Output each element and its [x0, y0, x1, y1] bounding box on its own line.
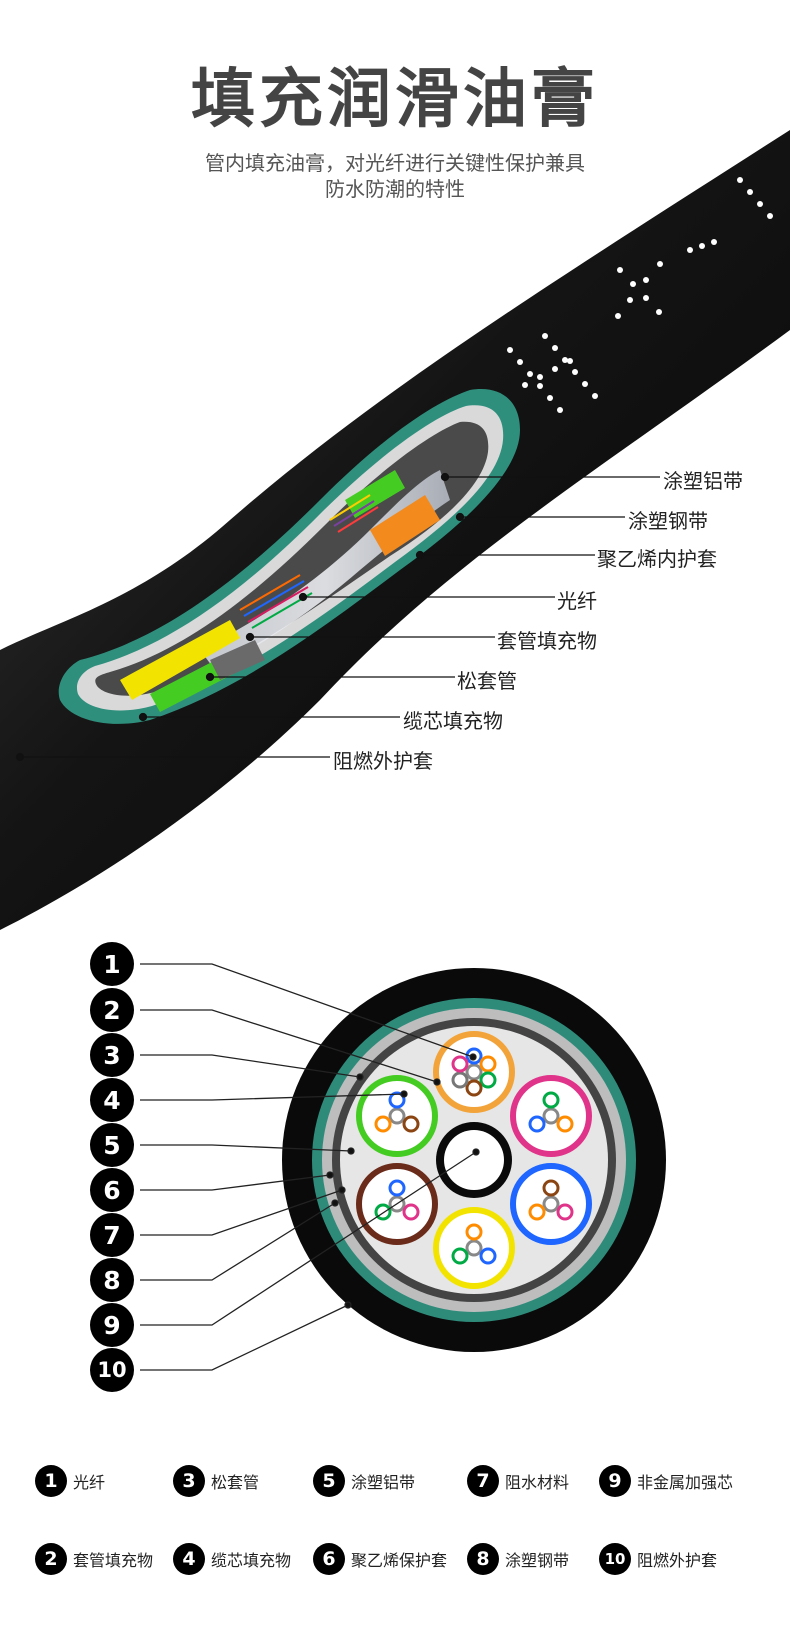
legend-label: 阻水材料	[505, 1473, 570, 1492]
cross-section-number-6: 6	[90, 1168, 134, 1212]
cross-section-number-5: 5	[90, 1123, 134, 1167]
cable-print-dots	[507, 177, 773, 413]
legend-label: 缆芯填充物	[211, 1551, 292, 1570]
legend-badge: 10	[599, 1543, 631, 1575]
cross-section-diagram	[140, 963, 666, 1371]
legend-badge: 8	[467, 1543, 499, 1575]
cross-section-number-4: 4	[90, 1078, 134, 1122]
cross-section-number-1: 1	[90, 942, 134, 986]
page-title: 填充润滑油膏	[191, 63, 599, 137]
legend-badge: 6	[313, 1543, 345, 1575]
legend-item-5: 5 涂塑铝带	[313, 1465, 415, 1497]
cross-section-number-3: 3	[90, 1033, 134, 1077]
callout-loose-tube: 松套管	[457, 669, 517, 693]
callout-leaders	[15, 472, 660, 762]
subtitle-line-2: 防水防潮的特性	[325, 177, 465, 201]
legend-item-3: 3 松套管	[173, 1465, 259, 1497]
legend-badge: 1	[35, 1465, 67, 1497]
legend-label: 涂塑铝带	[351, 1473, 416, 1492]
legend-label: 套管填充物	[73, 1551, 154, 1570]
fiber-dots	[374, 1047, 574, 1265]
callout-core-filler: 缆芯填充物	[403, 709, 503, 733]
page-subtitle: 管内填充油膏，对光纤进行关键性保护兼具 防水防潮的特性	[0, 150, 790, 202]
grey-loose-tube	[210, 640, 265, 680]
callout-steel-tape: 涂塑钢带	[628, 509, 708, 533]
legend-item-1: 1 光纤	[35, 1465, 105, 1497]
callout-tube-filler: 套管填充物	[497, 629, 597, 653]
legend-badge: 5	[313, 1465, 345, 1497]
callout-inner-sheath: 聚乙烯内护套	[597, 547, 717, 571]
cross-section-number-10: 10	[90, 1348, 134, 1392]
cross-section-leaders	[140, 963, 480, 1371]
legend-badge: 3	[173, 1465, 205, 1497]
legend-item-9: 9 非金属加强芯	[599, 1465, 733, 1497]
green-loose-tube-back	[345, 470, 405, 518]
legend-item-10: 10 阻燃外护套	[599, 1543, 717, 1575]
callout-optical-fiber: 光纤	[557, 589, 597, 613]
orange-loose-tube	[370, 495, 440, 556]
cross-section-number-8: 8	[90, 1258, 134, 1302]
legend-item-6: 6 聚乙烯保护套	[313, 1543, 447, 1575]
legend-label: 松套管	[211, 1473, 260, 1492]
legend-item-8: 8 涂塑钢带	[467, 1543, 569, 1575]
cross-section-number-7: 7	[90, 1213, 134, 1257]
legend-label: 非金属加强芯	[637, 1473, 734, 1492]
legend-label: 阻燃外护套	[637, 1551, 718, 1570]
legend-badge: 2	[35, 1543, 67, 1575]
legend-item-4: 4 缆芯填充物	[173, 1543, 291, 1575]
legend-badge: 7	[467, 1465, 499, 1497]
yellow-loose-tube	[120, 620, 240, 700]
subtitle-line-1: 管内填充油膏，对光纤进行关键性保护兼具	[205, 151, 585, 175]
legend-badge: 4	[173, 1543, 205, 1575]
cross-section-number-9: 9	[90, 1303, 134, 1347]
legend-label: 涂塑钢带	[505, 1551, 570, 1570]
legend-item-7: 7 阻水材料	[467, 1465, 569, 1497]
callout-aluminum-tape: 涂塑铝带	[663, 469, 743, 493]
legend-label: 光纤	[73, 1473, 106, 1492]
legend-badge: 9	[599, 1465, 631, 1497]
cross-section-number-2: 2	[90, 988, 134, 1032]
callout-outer-jacket: 阻燃外护套	[333, 749, 433, 773]
legend-label: 聚乙烯保护套	[351, 1551, 448, 1570]
legend-item-2: 2 套管填充物	[35, 1543, 153, 1575]
